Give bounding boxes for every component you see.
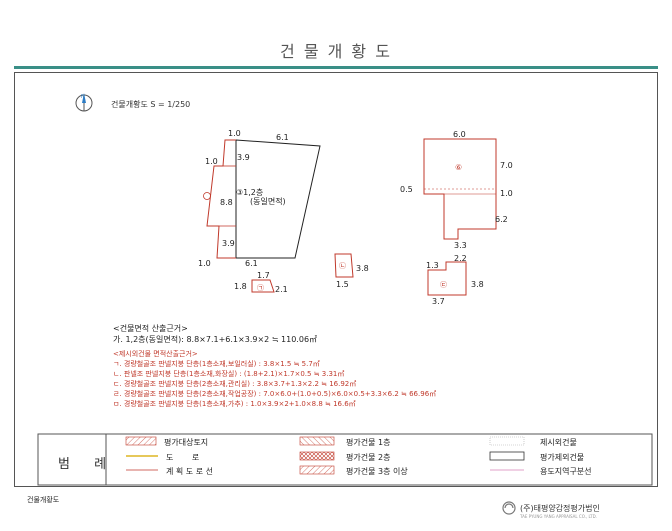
footer-doc-name: 건물개황도 [27, 496, 60, 504]
legend-item-road: 도 로 [166, 453, 200, 462]
dim-a-1: 1.0 [228, 129, 241, 138]
legend-swatch-out-of-scope [489, 451, 525, 461]
title-divider [14, 66, 658, 69]
dim-a-7: 1.0 [198, 259, 211, 268]
legend-item-land: 평가대상토지 [164, 438, 209, 447]
building-a-label: ③1,2층 [236, 188, 263, 197]
legend-swatch-floor2 [299, 451, 335, 461]
building-a-outline [235, 139, 321, 259]
page-title: 건 물 개 황 도 [280, 42, 392, 61]
building-b-outline [423, 138, 497, 240]
dim-b-3: 0.5 [400, 185, 413, 194]
dim-s2-2: 1.5 [336, 280, 349, 289]
legend-swatch-floor3 [299, 465, 335, 475]
dim-b-2: 7.0 [500, 161, 513, 170]
dim-b-5: 6.2 [495, 215, 508, 224]
area-basis-heading: <건물면적 산출근거> [113, 324, 188, 333]
north-label: N [81, 94, 85, 100]
drawing-frame [14, 72, 658, 487]
legend-item-zone-line: 용도지역구분선 [540, 467, 592, 476]
excluded-heading: <제시외건물 면적산출근거> [113, 350, 198, 358]
small-building-1-outline [251, 279, 275, 293]
excluded-line-2: ㄴ. 판넬조 판넬지붕 단층(1층소재,화장실) : (1.8+2.1)×1.7… [113, 370, 345, 378]
small-building-2-label: ㉡ [339, 262, 346, 270]
dim-b-1: 6.0 [453, 130, 466, 139]
dim-s3-1: 1.3 [426, 261, 439, 270]
dim-s3-4: 3.7 [432, 297, 445, 306]
company-logo-icon [502, 501, 516, 515]
legend-swatch-excluded-bldg [489, 436, 525, 446]
area-basis-line: 가. 1,2층(동일면적): 8.8×7.1+6.1×3.9×2 ≒ 110.0… [113, 335, 318, 344]
dim-a-2: 6.1 [276, 133, 289, 142]
building-a-sublabel: (동일면적) [250, 196, 286, 206]
legend-item-out-of-scope: 평가제외건물 [540, 453, 585, 462]
legend-swatch-land [125, 436, 157, 446]
legend-swatch-floor1 [299, 436, 335, 446]
excluded-line-4: ㄹ. 경량철골조 판넬지붕 단층(2층소재,작업공장) : 7.0×6.0+(1… [113, 390, 437, 398]
excluded-line-1: ㄱ. 경량철골조 판넬지붕 단층(1층소재,보일러실) : 3.8×1.5 ≒ … [113, 360, 320, 368]
legend-label: 범 례 [58, 457, 117, 472]
area-basis: <건물면적 산출근거> 가. 1,2층(동일면적): 8.8×7.1+6.1×3… [113, 323, 317, 345]
small-building-2-outline [334, 253, 354, 278]
legend-item-excluded-bldg: 제시외건물 [540, 438, 577, 447]
dim-b-6: 3.3 [454, 241, 467, 250]
scale-label: 건물개황도 S = 1/250 [111, 100, 191, 109]
footer-company-sub: TAE PYUNG YANG APPRAISAL CO., LTD. [520, 514, 597, 519]
legend-item-floor1: 평가건물 1층 [346, 438, 391, 447]
dim-a-6: 3.9 [222, 239, 235, 248]
dim-s3-2: 2.2 [454, 254, 467, 263]
footer-company-name: (주)태평양감정평가법인 [520, 504, 600, 513]
dim-a-5: 8.8 [220, 198, 233, 207]
dim-s1-1: 1.7 [257, 271, 270, 280]
building-b-label: ⑥ [455, 163, 462, 172]
dim-a-3: 3.9 [237, 153, 250, 162]
north-arrow-icon: N [75, 93, 93, 112]
dim-a-4: 1.0 [205, 157, 218, 166]
dim-s1-2: 1.8 [234, 282, 247, 291]
dim-a-8: 6.1 [245, 259, 258, 268]
dim-s3-3: 3.8 [471, 280, 484, 289]
excluded-area-basis: <제시외건물 면적산출근거> ㄱ. 경량철골조 판넬지붕 단층(1층소재,보일러… [113, 349, 436, 409]
legend-item-plan-road: 계 획 도 로 선 [166, 467, 213, 476]
dim-b-4: 1.0 [500, 189, 513, 198]
legend-box [37, 433, 653, 486]
small-building-3-label: ㉢ [440, 281, 447, 289]
small-building-1-label: ㉠ [257, 284, 264, 292]
small-building-3-outline [427, 261, 467, 296]
legend-item-floor3: 평가건물 3층 이상 [346, 467, 408, 476]
legend-item-floor2: 평가건물 2층 [346, 453, 391, 462]
dim-s2-1: 3.8 [356, 264, 369, 273]
excluded-line-3: ㄷ. 경량철골조 판넬지붕 단층(2층소재,관리실) : 3.8×3.7+1.3… [113, 380, 357, 388]
excluded-line-5: ㅁ. 경량철골조 판넬지붕 단층(1층소재,가추) : 1.0×3.9×2+1.… [113, 400, 356, 408]
dim-s1-3: 2.1 [275, 285, 288, 294]
